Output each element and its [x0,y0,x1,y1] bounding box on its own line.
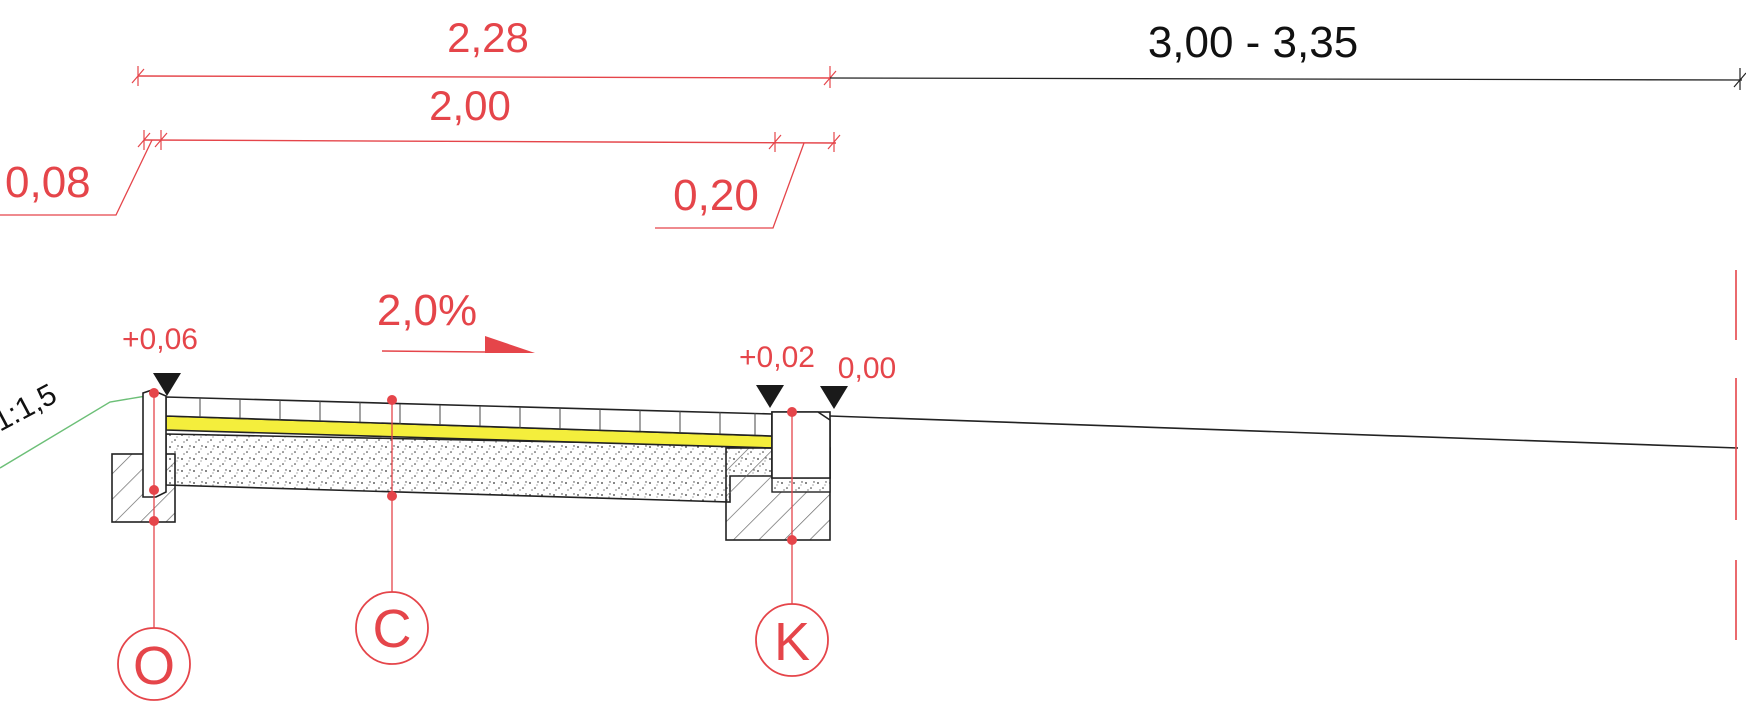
callout-right-leader [787,407,797,604]
cross-slope-arrow [381,336,535,353]
callout-center-bubble [355,591,429,665]
level-left-marker [153,373,181,396]
dimension-lane-line [829,68,1746,90]
cross-slope-label: 2,0% [377,286,477,335]
level-right-marker [756,385,784,408]
dimension-right-offset-leader [655,142,805,229]
paving-joints [199,398,756,435]
dimension-left-offset-leader [0,139,153,216]
dimension-total-label: 2,28 [447,14,529,61]
callout-center-label: C [373,599,412,659]
dimension-main-label: 2,00 [429,82,511,129]
callout-left-leader [149,388,159,628]
right-kerb [771,411,831,479]
embankment-line [0,395,147,469]
callout-right-bubble [755,603,829,677]
embankment-slope-label: 1:1,5 [0,378,62,438]
level-road-label: 0,00 [838,352,896,385]
callout-center-leader [387,395,397,592]
callout-left-bubble [117,627,191,701]
right-gutter-fill [771,477,831,493]
dimension-main-line [137,130,841,152]
level-right-label: +0,02 [739,341,815,374]
callout-left-label: O [133,636,175,696]
level-left-label: +0,06 [122,323,198,356]
dimension-left-offset-label: 0,08 [5,158,91,207]
callout-right-label: K [774,612,810,672]
level-road-marker [820,386,848,409]
dimension-lane-label: 3,00 - 3,35 [1148,18,1358,67]
road-surface-line [829,415,1739,449]
dimension-right-offset-label: 0,20 [673,171,759,220]
